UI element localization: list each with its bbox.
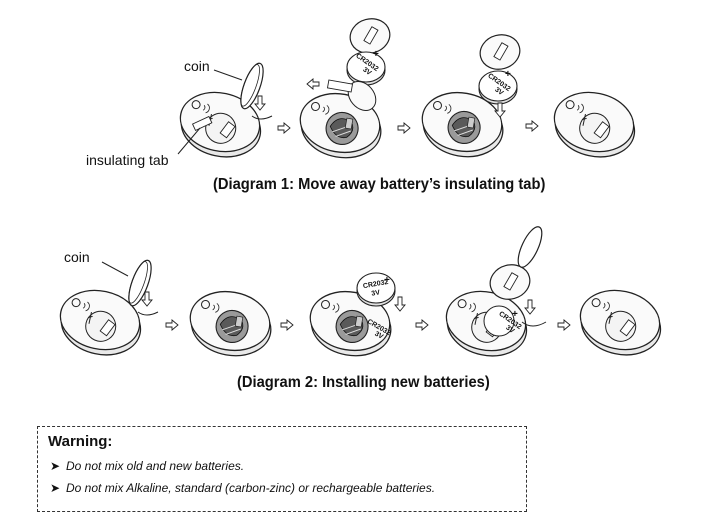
diagram2-step1 [53,257,159,363]
bullet-arrow-icon: ➤ [50,459,61,473]
battery-model-label: CR2032 [362,279,389,290]
battery-voltage-label: 3V [361,66,372,77]
battery-voltage-label: 3V [371,289,381,297]
arrow-right-icon [415,319,429,331]
diagram1-step1 [173,60,273,165]
battery-voltage-label: 3V [493,86,504,97]
diagram2-step4 [439,226,547,364]
diagram1-step2 [294,13,395,165]
warning-title: Warning: [48,433,113,450]
battery-polarity-label: + [384,275,390,286]
bullet-arrow-icon: ➤ [50,481,61,495]
warning-item-text: Do not mix old and new batteries. [66,459,245,473]
coin-label: coin [64,249,90,265]
diagram2-step2 [184,284,278,363]
battery-voltage-label: 3V [373,331,384,342]
battery-voltage-label: 3V [504,324,515,335]
diagram1-step4 [547,84,642,165]
arrow-right-icon [277,122,291,134]
diagram1-caption: (Diagram 1: Move away battery’s insulati… [213,176,546,193]
arrow-right-icon [165,319,179,331]
diagram2-step3 [304,272,406,363]
diagram2-caption: (Diagram 2: Installing new batteries) [237,374,490,391]
insulating-tab-label: insulating tab [86,152,169,168]
arrow-right-icon [397,122,411,134]
diagram2-step5 [573,282,668,363]
battery-polarity-label: + [373,49,379,60]
warning-box: Warning: ➤ Do not mix old and new batteri… [37,426,527,512]
battery-polarity-label: + [505,69,511,80]
warning-item: ➤ Do not mix Alkaline, standard (carbon-z… [50,481,435,495]
arrow-left-icon [306,78,320,90]
coin-label: coin [184,58,210,74]
arrow-right-icon [280,319,294,331]
battery-polarity-label: + [512,309,518,320]
arrow-right-icon [557,319,571,331]
warning-item-text: Do not mix Alkaline, standard (carbon-zi… [66,481,436,495]
diagram1-step3 [416,29,525,164]
warning-item: ➤ Do not mix old and new batteries. [50,459,244,473]
arrow-right-icon [525,120,539,132]
